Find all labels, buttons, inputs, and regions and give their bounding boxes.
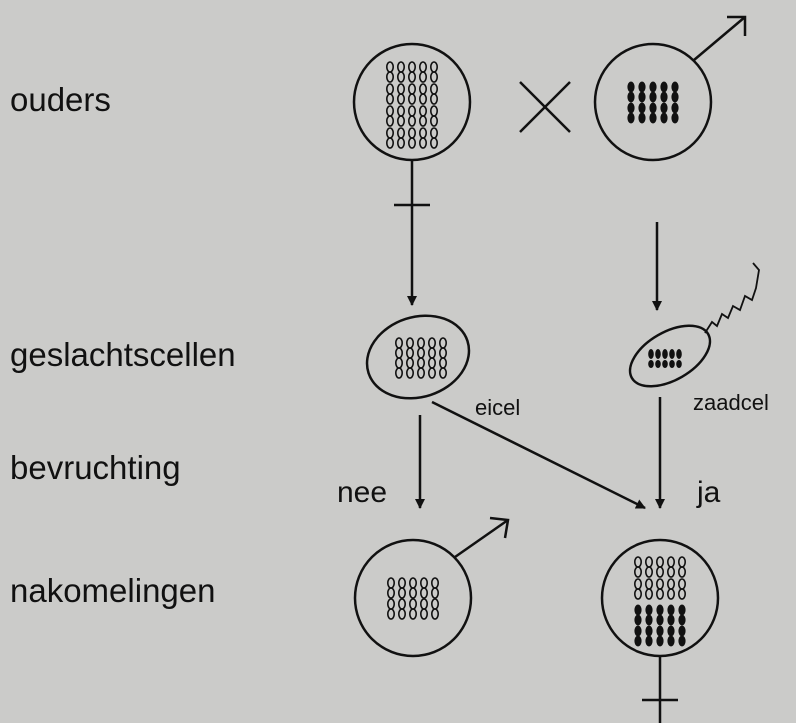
- sperm-chromosomes: [648, 349, 682, 368]
- row-label-gametes: geslachtscellen: [10, 336, 236, 373]
- mother-cell: [352, 42, 472, 162]
- row-label-parents: ouders: [10, 81, 111, 118]
- egg-cell: [365, 314, 471, 400]
- father-chromosomes: [627, 81, 679, 124]
- offspring-male-symbol: [454, 516, 510, 559]
- sperm-cell: [628, 262, 760, 388]
- father-cell: [593, 42, 713, 162]
- male-symbol: [693, 15, 747, 61]
- female-symbol: [394, 160, 430, 238]
- mother-chromosomes: [385, 61, 439, 149]
- sperm-tail: [704, 262, 760, 334]
- offspring-female-cell: [600, 538, 720, 658]
- cross-symbol: [519, 81, 571, 133]
- offspring-female-symbol: [642, 656, 678, 723]
- yes-label: ja: [697, 476, 721, 509]
- offspring-male-cell: [353, 538, 473, 658]
- row-label-fertilization: bevruchting: [10, 449, 181, 486]
- sperm-label: zaadcel: [693, 390, 769, 415]
- no-label: nee: [337, 476, 388, 509]
- row-label-offspring: nakomelingen: [10, 572, 216, 609]
- arrow-egg-to-fertilized: [431, 400, 646, 510]
- egg-label: eicel: [475, 395, 521, 420]
